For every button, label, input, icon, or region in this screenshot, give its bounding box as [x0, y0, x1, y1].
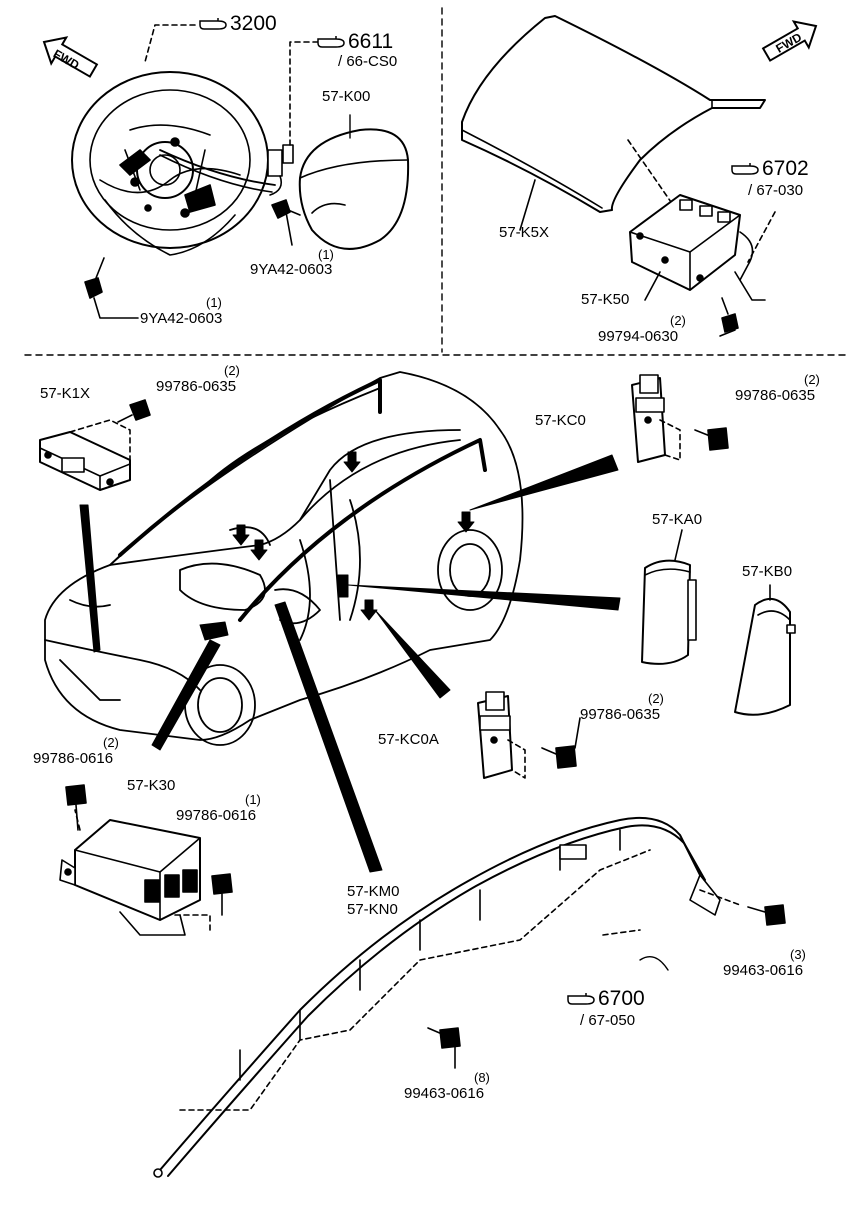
ref-clock-spring-code: 6611	[348, 30, 394, 53]
ref-clock-spring: 6611	[316, 31, 393, 53]
label-front-sensor: 57-K1X	[40, 385, 91, 402]
vehicle-body	[44, 371, 524, 746]
label-bolt-curtain-rear-qty: (3)	[790, 947, 806, 962]
pointer-wedges	[79, 454, 621, 873]
label-bolt-wheel-upper: 9YA42-0603	[250, 261, 333, 278]
label-passenger-module: 57-K50	[581, 291, 630, 308]
label-control-bolt-a: 99786-0616	[33, 750, 114, 767]
label-bolt-passenger: 99794-0630	[598, 328, 679, 345]
ref-harness-sub: / 67-050	[580, 1012, 636, 1029]
sas-control-unit	[59, 809, 211, 936]
label-bolt-passenger-qty: (2)	[670, 313, 686, 328]
roof-rails	[118, 378, 487, 622]
fwd-arrow-right-icon: FWD	[761, 20, 818, 62]
bolt-side-sensor-rear-icon	[694, 427, 729, 451]
label-side-sensor-rear: 57-KC0	[535, 412, 586, 429]
control-bolt-b-icon	[211, 873, 233, 916]
label-bolt-curtain-mid: 99463-0616	[404, 1085, 485, 1102]
label-bolt-curtain-rear: 99463-0616	[723, 962, 804, 979]
front-crash-sensor	[39, 419, 131, 491]
bolt-wheel-upper-icon	[271, 199, 301, 246]
label-control-bolt-b: 99786-0616	[176, 807, 257, 824]
ref-steering: 3200	[198, 13, 277, 35]
bolt-wheel-lower-icon	[84, 257, 139, 319]
side-airbag-left	[641, 529, 697, 665]
leader-clock-spring	[289, 41, 319, 146]
bolt-passenger-icon	[719, 297, 739, 337]
panel-dividers	[24, 7, 846, 356]
label-control-bolt-b-qty: (1)	[245, 792, 261, 807]
side-sensor-front	[477, 691, 526, 779]
label-side-airbag-right: 57-KB0	[742, 563, 793, 580]
ref-passenger-code: 6702	[762, 157, 809, 180]
label-bolt-curtain-mid-qty: (8)	[474, 1070, 490, 1085]
side-airbag-right	[734, 584, 796, 716]
car-arrows	[199, 451, 475, 641]
steering-wheel	[71, 71, 276, 256]
label-bolt-wheel-lower-qty: (1)	[206, 295, 222, 310]
label-bolt-side-sensor-rear: 99786-0635	[735, 387, 816, 404]
clock-spring-connector	[267, 144, 294, 196]
label-bolt-front-sensor: 99786-0635	[156, 378, 237, 395]
label-bolt-side-sensor-front-qty: (2)	[648, 691, 664, 706]
side-sensor-rear	[631, 374, 681, 463]
driver-airbag-module	[298, 114, 410, 250]
ref-harness: 6700	[566, 988, 645, 1010]
dash-cover	[461, 15, 766, 231]
label-side-airbag-left: 57-KA0	[652, 511, 703, 528]
control-bolt-a-icon	[65, 784, 87, 831]
label-bolt-wheel-lower: 9YA42-0603	[140, 310, 223, 327]
label-curtain-right: 57-KN0	[347, 901, 398, 918]
fwd-arrow-left-icon: FWD	[42, 36, 99, 78]
label-curtain-left: 57-KM0	[347, 883, 400, 900]
bolt-curtain-rear-icon	[747, 904, 786, 926]
ref-clock-spring-sub: / 66-CS0	[338, 53, 398, 70]
label-driver-module: 57-K00	[322, 88, 371, 105]
label-bolt-side-sensor-front: 99786-0635	[580, 706, 661, 723]
bolt-curtain-mid-icon	[427, 1027, 461, 1069]
leader-steering	[144, 24, 196, 63]
pointing-hand-icon	[567, 993, 595, 1005]
bolt-front-sensor-icon	[117, 399, 151, 423]
ref-harness-code: 6700	[598, 987, 645, 1010]
ref-passenger: 6702	[730, 158, 809, 180]
label-bolt-front-sensor-qty: (2)	[224, 363, 240, 378]
label-bolt-wheel-upper-qty: (1)	[318, 247, 334, 262]
ref-passenger-sub: / 67-030	[748, 182, 804, 199]
pointing-hand-icon	[317, 36, 345, 48]
ref-steering-code: 3200	[230, 12, 277, 35]
curtain-airbag	[153, 816, 741, 1178]
label-bolt-side-sensor-rear-qty: (2)	[804, 372, 820, 387]
pointing-hand-icon	[199, 18, 227, 30]
pointing-hand-icon	[731, 163, 759, 175]
label-side-sensor-front: 57-KC0A	[378, 731, 439, 748]
passenger-airbag-module	[629, 194, 776, 301]
label-dash-cover: 57-K5X	[499, 224, 550, 241]
label-control-unit: 57-K30	[127, 777, 176, 794]
bolt-side-sensor-front-icon	[541, 717, 581, 769]
label-control-bolt-a-qty: (2)	[103, 735, 119, 750]
